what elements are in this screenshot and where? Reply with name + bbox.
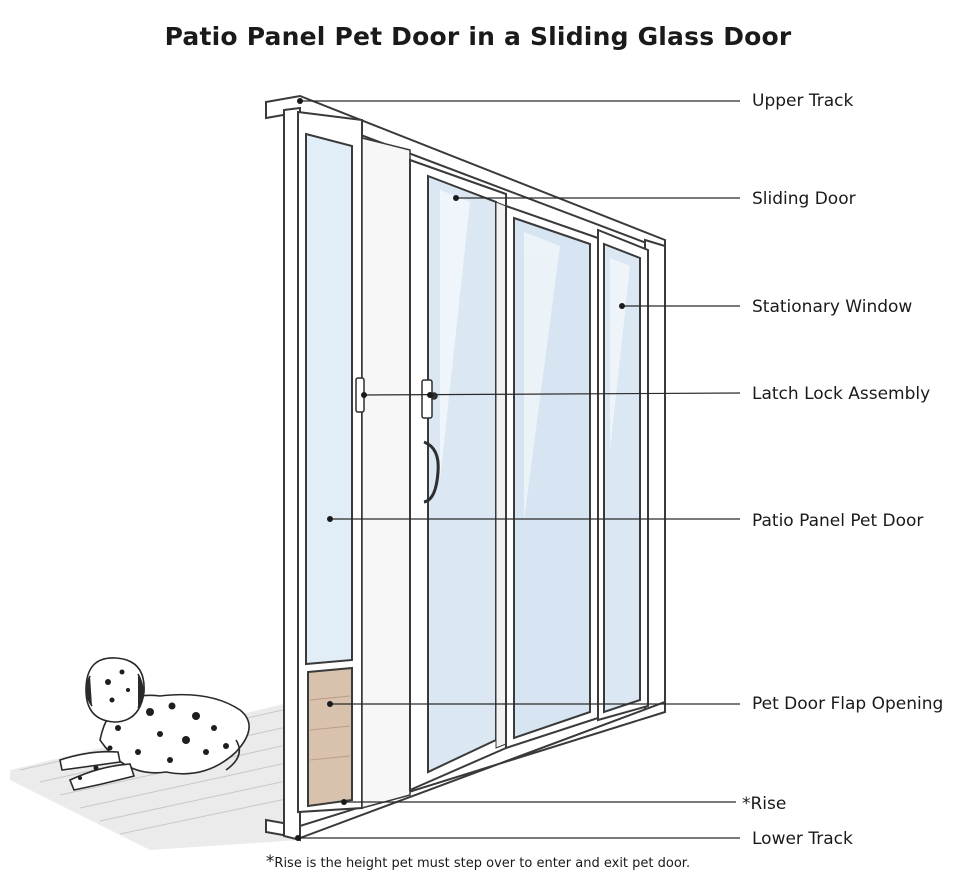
dog-tail: [225, 739, 241, 771]
callout-leader-lines: [295, 98, 741, 841]
leader-dot-patio-panel-pet-door: [327, 516, 333, 522]
leader-dot-upper-track: [297, 98, 303, 104]
latch-hardware: [355, 377, 440, 504]
leader-dot-stationary-window: [619, 303, 625, 309]
dog-spots: [78, 669, 229, 780]
leader-dot-pet-door-flap-opening: [327, 701, 333, 707]
patio-panel-shape: [297, 110, 363, 814]
leader-line-latch-lock-assembly: [363, 392, 741, 396]
leader-dot-sliding-door: [453, 195, 459, 201]
dalmatian-dog: [59, 657, 250, 791]
callout-stationary-window: Stationary Window: [752, 297, 913, 317]
callout-patio-panel-pet-door: Patio Panel Pet Door: [752, 511, 924, 531]
patio-panel-glass: [305, 132, 353, 666]
leader-dot-latch-lock-assembly: [361, 392, 367, 398]
callout-sliding-door: Sliding Door: [752, 189, 856, 209]
footnote-text: Rise is the height pet must step over to…: [274, 856, 691, 871]
callout-rise: *Rise: [742, 794, 787, 814]
door-gap: [361, 137, 411, 809]
door-handle: [423, 440, 440, 504]
leader-dot-rise: [341, 799, 347, 805]
callout-upper-track: Upper Track: [752, 91, 854, 111]
outer-frame: [265, 94, 666, 842]
footnote-asterisk: *: [265, 852, 275, 872]
rise-footnote: *Rise is the height pet must step over t…: [0, 852, 956, 872]
callout-latch-lock-assembly: Latch Lock Assembly: [752, 384, 931, 404]
callout-pet-door-flap-opening: Pet Door Flap Opening: [752, 694, 944, 714]
diagram-title: Patio Panel Pet Door in a Sliding Glass …: [164, 22, 792, 51]
leader-dot-latch-lock-assembly-door: [427, 392, 433, 398]
glass-highlights: [440, 190, 630, 520]
dog-head: [85, 657, 145, 723]
pet-flap-opening-shape: [307, 666, 353, 808]
dog-leg-front: [68, 763, 136, 791]
callout-lower-track: Lower Track: [752, 829, 853, 849]
leader-dot-lower-track: [295, 835, 301, 841]
